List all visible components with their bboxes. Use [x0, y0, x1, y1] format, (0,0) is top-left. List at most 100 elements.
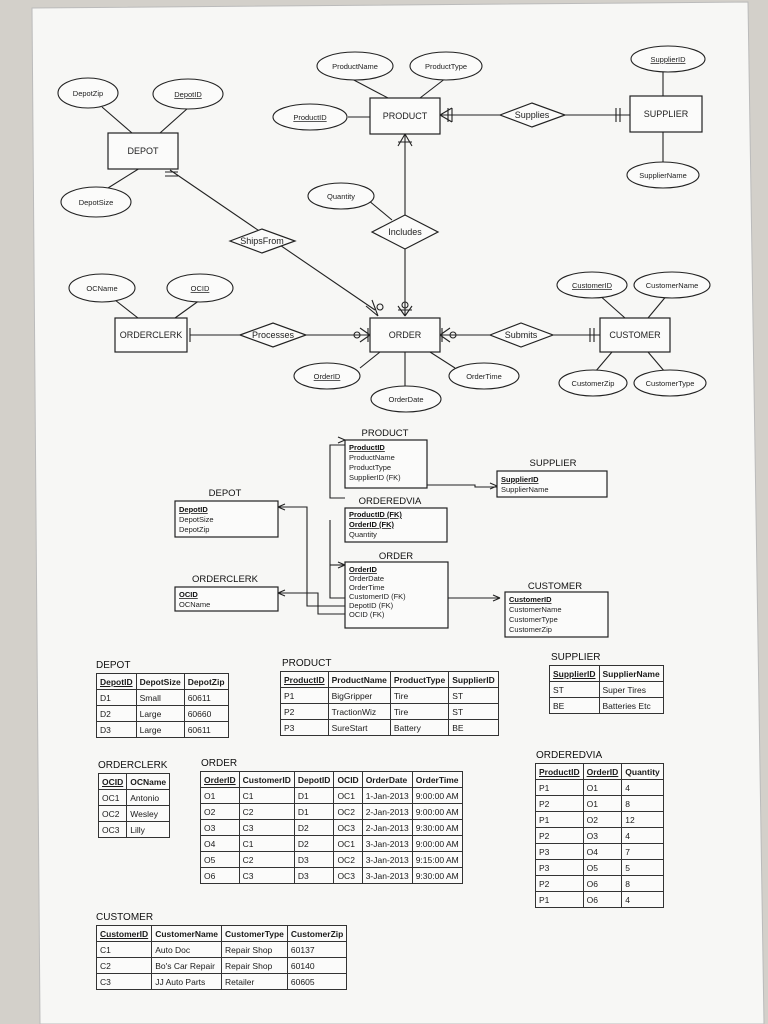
attr-productid: ProductID — [272, 103, 348, 131]
entity-depot: DEPOT — [107, 132, 179, 170]
customer-col-type: CustomerType — [221, 925, 288, 942]
entity-supplier: SUPPLIER — [629, 95, 703, 133]
customer-table: CustomerID CustomerName CustomerType Cus… — [95, 925, 348, 990]
entity-customer: CUSTOMER — [599, 317, 671, 353]
attr-orderid: OrderID — [293, 362, 361, 390]
attr-quantity: Quantity — [307, 182, 375, 210]
svg-text:ProductType: ProductType — [349, 463, 391, 472]
svg-text:CustomerName: CustomerName — [509, 605, 562, 614]
svg-text:OrderTime: OrderTime — [349, 583, 385, 592]
entity-orderclerk: ORDERCLERK — [114, 317, 188, 353]
svg-text:SupplierName: SupplierName — [501, 485, 549, 494]
svg-text:Includes: Includes — [388, 227, 422, 237]
product-table: ProductID ProductName ProductType Suppli… — [280, 671, 499, 736]
svg-text:OCName: OCName — [179, 600, 210, 609]
svg-text:ProductID (FK): ProductID (FK) — [349, 510, 402, 519]
svg-text:ORDERCLERK: ORDERCLERK — [120, 330, 183, 340]
relationship-supplies: Supplies — [498, 102, 567, 128]
relationship-includes: Includes — [370, 214, 440, 250]
svg-text:OCID: OCID — [179, 590, 198, 599]
svg-text:OrderDate: OrderDate — [349, 574, 384, 583]
svg-text:DepotID (FK): DepotID (FK) — [349, 601, 394, 610]
attr-ordertime: OrderTime — [448, 362, 520, 390]
svg-text:OrderID (FK): OrderID (FK) — [349, 520, 395, 529]
svg-text:CustomerID: CustomerID — [509, 595, 552, 604]
svg-text:Submits: Submits — [505, 330, 538, 340]
orderedvia-col-order: OrderID — [582, 763, 623, 780]
er-diagram: DEPOT PRODUCT SUPPLIER ORDERCLERK ORDER … — [57, 45, 711, 413]
svg-text:CustomerType: CustomerType — [646, 379, 695, 388]
entity-product: PRODUCT — [369, 97, 441, 135]
svg-text:ProductID: ProductID — [349, 443, 385, 452]
orderclerk-col-id: OCID — [97, 773, 128, 790]
relationship-processes: Processes — [238, 322, 308, 348]
attr-customerid: CustomerID — [556, 271, 628, 299]
svg-text:OrderID: OrderID — [314, 372, 341, 381]
svg-text:CUSTOMER: CUSTOMER — [609, 330, 661, 340]
supplier-col-name: SupplierName — [598, 665, 664, 682]
svg-text:CUSTOMER: CUSTOMER — [528, 581, 582, 592]
svg-text:CustomerZip: CustomerZip — [572, 379, 615, 388]
svg-text:SUPPLIER: SUPPLIER — [530, 458, 577, 469]
svg-text:CustomerType: CustomerType — [509, 615, 558, 624]
depot-col-id: DepotID — [96, 673, 137, 690]
customer-table-title: CUSTOMER — [96, 912, 154, 923]
svg-text:DepotSize: DepotSize — [79, 198, 114, 207]
svg-text:DepotID: DepotID — [179, 505, 208, 514]
orderclerk-table-title: ORDERCLERK — [98, 760, 168, 771]
svg-text:PRODUCT: PRODUCT — [383, 111, 428, 121]
supplier-col-id: SupplierID — [549, 665, 600, 682]
orderedvia-table-title: ORDEREDVIA — [536, 750, 603, 761]
svg-text:CustomerID (FK): CustomerID (FK) — [349, 592, 406, 601]
svg-text:SupplierID (FK): SupplierID (FK) — [349, 473, 401, 482]
svg-text:Processes: Processes — [252, 330, 295, 340]
depot-table-title: DEPOT — [96, 660, 131, 671]
svg-text:DepotZip: DepotZip — [73, 89, 103, 98]
svg-text:ProductType: ProductType — [425, 62, 467, 71]
product-col-type: ProductType — [389, 671, 450, 688]
svg-text:ProductName: ProductName — [349, 453, 395, 462]
attr-supplierid: SupplierID — [630, 45, 706, 73]
svg-text:DepotZip: DepotZip — [179, 525, 209, 534]
attr-depotsize: DepotSize — [60, 186, 132, 218]
svg-text:OCID (FK): OCID (FK) — [349, 610, 385, 619]
relationship-submits: Submits — [488, 322, 555, 348]
svg-text:Supplies: Supplies — [515, 110, 550, 120]
attr-orderdate: OrderDate — [370, 385, 442, 413]
schema-orderedvia: ORDEREDVIA ProductID (FK) OrderID (FK) Q… — [344, 496, 448, 543]
orderedvia-col-product: ProductID — [535, 763, 584, 780]
attr-customerzip: CustomerZip — [558, 369, 628, 397]
attr-suppliername: SupplierName — [626, 161, 700, 189]
orderedvia-col-quantity: Quantity — [621, 763, 664, 780]
svg-text:CustomerID: CustomerID — [572, 281, 613, 290]
svg-text:ORDERCLERK: ORDERCLERK — [192, 574, 259, 585]
order-col-ocid: OCID — [333, 771, 363, 788]
attr-productname: ProductName — [316, 51, 394, 81]
svg-text:ShipsFrom: ShipsFrom — [240, 236, 284, 246]
svg-text:CustomerZip: CustomerZip — [509, 625, 552, 634]
attr-ocname: OCName — [68, 273, 136, 303]
svg-text:OrderID: OrderID — [349, 565, 378, 574]
schema-product: PRODUCT ProductID ProductName ProductTyp… — [344, 428, 428, 489]
svg-text:SupplierID: SupplierID — [501, 475, 539, 484]
svg-text:ProductID: ProductID — [293, 113, 327, 122]
